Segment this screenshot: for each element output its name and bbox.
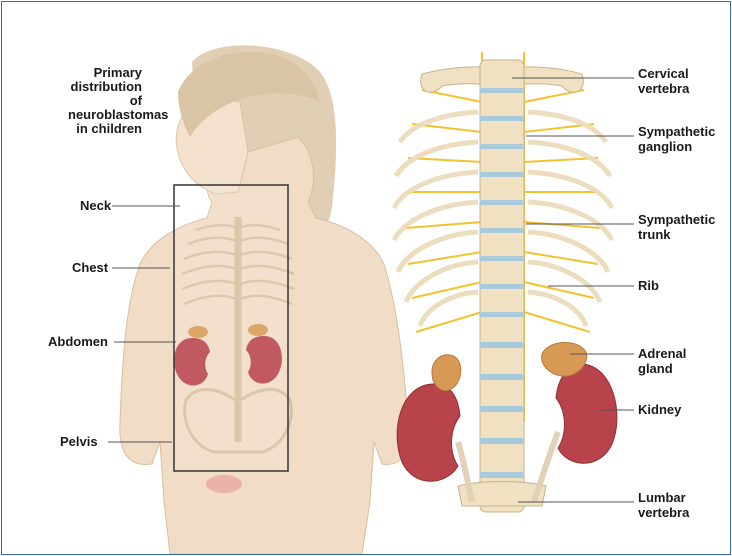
label-line: Sympathetic	[638, 212, 715, 227]
region-box	[174, 185, 288, 471]
label-line: gland	[638, 361, 686, 376]
kidney-right	[556, 364, 617, 463]
label-line: Cervical	[638, 66, 689, 81]
label-rib: Rib	[638, 278, 659, 293]
label-line: trunk	[638, 227, 715, 242]
label-abdomen: Abdomen	[48, 334, 108, 349]
label-adrenal-gland: Adrenal gland	[638, 346, 686, 376]
title-line: neuroblastomas	[68, 108, 142, 122]
label-line: Sympathetic	[638, 124, 715, 139]
adrenal-left	[432, 355, 461, 391]
label-kidney: Kidney	[638, 402, 681, 417]
label-line: ganglion	[638, 139, 715, 154]
label-neck: Neck	[80, 198, 111, 213]
title-line: in children	[68, 122, 142, 136]
label-lumbar-vertebra: Lumbar vertebra	[638, 490, 689, 520]
label-line: vertebra	[638, 505, 689, 520]
label-pelvis: Pelvis	[60, 434, 98, 449]
title-line: distribution of	[68, 80, 142, 108]
label-sympathetic-ganglion: Sympathetic ganglion	[638, 124, 715, 154]
label-sympathetic-trunk: Sympathetic trunk	[638, 212, 715, 242]
label-line: vertebra	[638, 81, 689, 96]
label-chest: Chest	[72, 260, 108, 275]
title-line: Primary	[68, 66, 142, 80]
label-line: Lumbar	[638, 490, 689, 505]
kidney-left	[397, 384, 460, 481]
label-line: Adrenal	[638, 346, 686, 361]
child-bladder	[206, 475, 242, 493]
label-cervical-vertebra: Cervical vertebra	[638, 66, 689, 96]
figure-title: Primary distribution of neuroblastomas i…	[68, 66, 142, 136]
